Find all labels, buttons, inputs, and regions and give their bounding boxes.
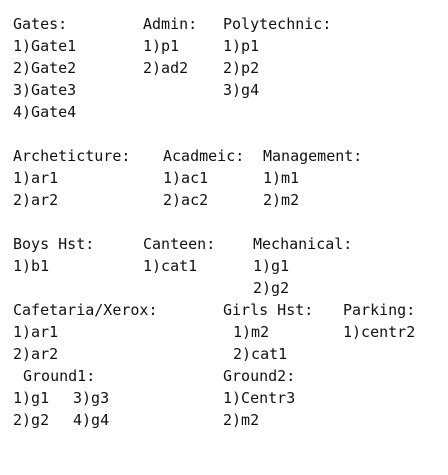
- management-item-2: 2)m2: [263, 191, 300, 209]
- ground1-item-1: 1)g1: [13, 389, 50, 407]
- gates-item-3: 3)Gate3: [13, 81, 77, 99]
- mechanical-item-1: 1)g1: [253, 257, 290, 275]
- mechanical-heading: Mechanical:: [253, 235, 353, 253]
- ground2-heading: Ground2:: [223, 367, 296, 385]
- gates-heading: Gates:: [13, 15, 68, 33]
- architecture-heading: Archeticture:: [13, 147, 131, 165]
- architecture-item-2: 2)ar2: [13, 191, 59, 209]
- girls-hostel-heading: Girls Hst:: [223, 301, 314, 319]
- polytechnic-item-1: 1)p1: [223, 37, 260, 55]
- academic-item-1: 1)ac1: [163, 169, 209, 187]
- parking-item-1: 1)centr2: [343, 323, 416, 341]
- architecture-item-1: 1)ar1: [13, 169, 59, 187]
- boys-hostel-item-1: 1)b1: [13, 257, 50, 275]
- gates-item-2: 2)Gate2: [13, 59, 77, 77]
- polytechnic-heading: Polytechnic:: [223, 15, 332, 33]
- ground1-item-3: 3)g3: [73, 389, 110, 407]
- management-heading: Management:: [263, 147, 363, 165]
- ground2-item-1: 1)Centr3: [223, 389, 296, 407]
- admin-item-1: 1)p1: [143, 37, 180, 55]
- canteen-item-1: 1)cat1: [143, 257, 198, 275]
- academic-item-2: 2)ac2: [163, 191, 209, 209]
- cafetaria-heading: Cafetaria/Xerox:: [13, 301, 158, 319]
- ground1-heading: Ground1:: [23, 367, 96, 385]
- admin-item-2: 2)ad2: [143, 59, 189, 77]
- cafetaria-item-1: 1)ar1: [13, 323, 59, 341]
- management-item-1: 1)m1: [263, 169, 300, 187]
- ground2-item-2: 2)m2: [223, 411, 260, 429]
- gates-item-4: 4)Gate4: [13, 103, 77, 121]
- parking-heading: Parking:: [343, 301, 416, 319]
- girls-hostel-item-2: 2)cat1: [233, 345, 288, 363]
- academic-heading: Acadmeic:: [163, 147, 245, 165]
- admin-heading: Admin:: [143, 15, 198, 33]
- ground1-item-4: 4)g4: [73, 411, 110, 429]
- cafetaria-item-2: 2)ar2: [13, 345, 59, 363]
- ground1-item-2: 2)g2: [13, 411, 50, 429]
- mechanical-item-2: 2)g2: [253, 279, 290, 297]
- girls-hostel-item-1: 1)m2: [233, 323, 270, 341]
- gates-item-1: 1)Gate1: [13, 37, 77, 55]
- boys-hostel-heading: Boys Hst:: [13, 235, 95, 253]
- canteen-heading: Canteen:: [143, 235, 216, 253]
- polytechnic-item-2: 2)p2: [223, 59, 260, 77]
- polytechnic-item-3: 3)g4: [223, 81, 260, 99]
